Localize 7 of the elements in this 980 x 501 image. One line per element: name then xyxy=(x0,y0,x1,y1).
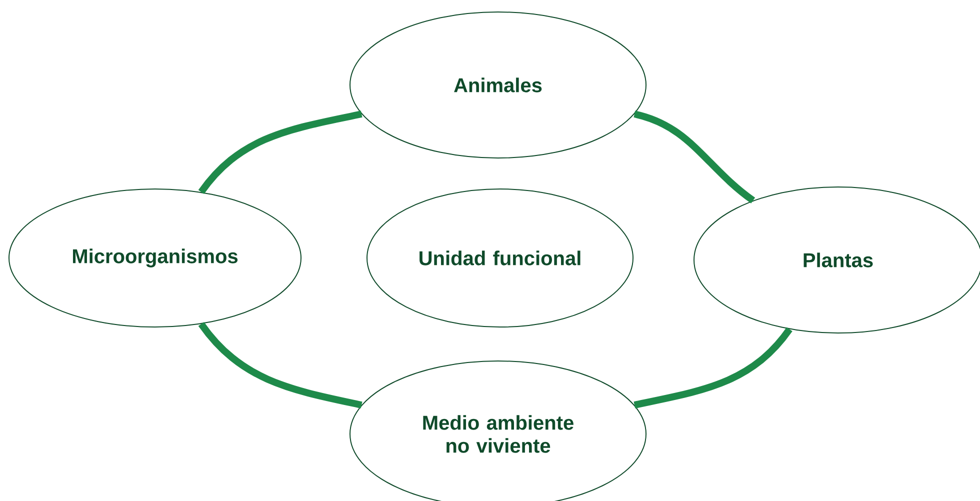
ring-connector xyxy=(634,327,792,408)
ellipse-node: Microorganismos xyxy=(8,188,302,328)
ring-connector xyxy=(198,322,362,408)
ring-connector xyxy=(634,110,756,204)
ring-connector xyxy=(198,110,362,194)
ellipse-node: Animales xyxy=(350,12,646,158)
ellipse-node: Unidad funcional xyxy=(366,188,634,328)
